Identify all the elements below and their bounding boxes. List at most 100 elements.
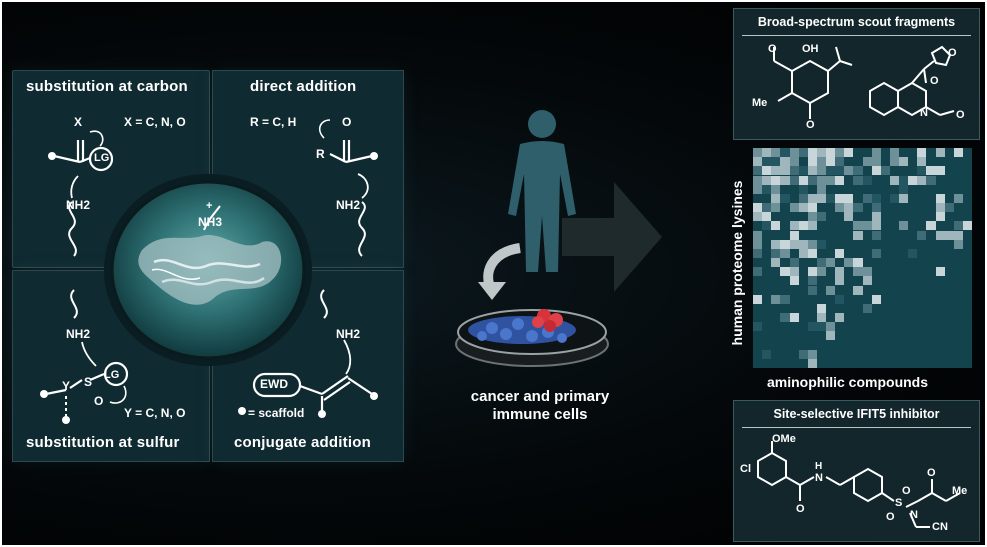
inh-o-amide: O	[796, 503, 805, 515]
heatmap-cell	[844, 203, 854, 213]
title-conjugate-addition: conjugate addition	[234, 434, 371, 451]
heatmap-grid	[753, 148, 972, 368]
heatmap-cell	[780, 267, 790, 277]
heatmap-cell	[862, 221, 872, 231]
heatmap-cell	[871, 294, 881, 304]
label-ewd: EWD	[260, 377, 288, 391]
heatmap-cell	[807, 203, 817, 213]
label-nh3: NH3	[198, 215, 223, 229]
heatmap-cell	[789, 148, 799, 158]
heatmap-cell	[816, 322, 826, 332]
heatmap-cell	[835, 267, 845, 277]
m2-o-ald: O	[956, 109, 965, 121]
heatmap-cell	[789, 175, 799, 185]
mechanism-conjugate-addition	[238, 289, 378, 418]
heatmap-cell	[816, 148, 826, 158]
heatmap-cell	[853, 175, 863, 185]
heatmap-cell	[780, 294, 790, 304]
heatmap-cell	[753, 184, 763, 194]
heatmap-cell	[835, 175, 845, 185]
heatmap-cell	[871, 230, 881, 240]
heatmap-cell	[908, 248, 918, 258]
heatmap-cell	[816, 239, 826, 249]
heatmap-cell	[862, 276, 872, 286]
heatmap-cell	[871, 212, 881, 222]
heatmap-cell	[816, 166, 826, 176]
title-direct-addition: direct addition	[250, 78, 357, 95]
heatmap-cell	[899, 157, 909, 167]
heatmap-cell	[853, 203, 863, 213]
heatmap-cell	[935, 230, 945, 240]
heatmap-cell	[762, 166, 772, 176]
heatmap-cell	[753, 248, 763, 258]
heatmap-cell	[871, 148, 881, 158]
heatmap-cell	[798, 248, 808, 258]
heatmap-cell	[816, 193, 826, 203]
heatmap-cell	[753, 203, 763, 213]
heatmap-cell	[789, 221, 799, 231]
heatmap-cell	[798, 193, 808, 203]
heatmap-cell	[917, 166, 927, 176]
heatmap-cell	[853, 258, 863, 268]
heatmap-cell	[780, 248, 790, 258]
heatmap-cell	[935, 166, 945, 176]
m2-n: N	[920, 107, 928, 119]
heatmap-cell	[917, 157, 927, 167]
scout-title-rule	[742, 35, 971, 36]
inhibitor-panel: Site-selective IFIT5 inhibitor OMe Cl N …	[733, 400, 980, 542]
heatmap-cell	[871, 203, 881, 213]
m2-o-ketone: O	[930, 75, 939, 87]
label-lg-tl: LG	[94, 152, 110, 164]
heatmap-cell	[798, 221, 808, 231]
heatmap-cell	[780, 175, 790, 185]
heatmap-cell	[844, 193, 854, 203]
heatmap-cell	[853, 166, 863, 176]
heatmap-cell	[807, 248, 817, 258]
label-r: R	[316, 147, 325, 161]
caption-line-1: cancer and primary	[470, 388, 610, 405]
heatmap-cell	[835, 276, 845, 286]
heatmap-y-axis-label: human proteome lysines	[729, 180, 745, 346]
heatmap-cell	[935, 193, 945, 203]
heatmap-cell	[826, 175, 836, 185]
m2-o-furan: O	[948, 47, 957, 59]
heatmap-cell	[862, 193, 872, 203]
heatmap-cell	[789, 258, 799, 268]
heatmap-cell	[753, 212, 763, 222]
heatmap-x-axis-label: aminophilic compounds	[767, 374, 929, 390]
label-o-tr: O	[342, 115, 352, 129]
heatmap-cell	[816, 157, 826, 167]
caption-line-2: immune cells	[492, 406, 588, 423]
heatmap-cell	[835, 203, 845, 213]
heatmap-cell	[880, 166, 890, 176]
heatmap-cell	[789, 313, 799, 323]
heatmap-cell	[798, 175, 808, 185]
formula-x: X = C, N, O	[124, 115, 186, 129]
heatmap-cell	[753, 175, 763, 185]
heatmap-cell	[826, 331, 836, 341]
heatmap-cell	[762, 157, 772, 167]
scaffold-legend: = scaffold	[248, 406, 305, 420]
heatmap-cell	[944, 203, 954, 213]
heatmap-cell	[816, 212, 826, 222]
heatmap-cell	[807, 175, 817, 185]
heatmap-cell	[762, 184, 772, 194]
arrow-large-icon	[562, 182, 662, 292]
heatmap-cell	[953, 239, 963, 249]
heatmap-cell	[771, 166, 781, 176]
heatmap-cell	[753, 294, 763, 304]
heatmap-cell	[844, 212, 854, 222]
heatmap-cell	[771, 175, 781, 185]
heatmap-cell	[862, 303, 872, 313]
heatmap-cell	[826, 322, 836, 332]
inh-o1: O	[886, 511, 895, 523]
heatmap-cell	[780, 148, 790, 158]
heatmap-cell	[753, 322, 763, 332]
protein-circle	[104, 174, 312, 366]
heatmap-cell	[935, 148, 945, 158]
heatmap-cell	[816, 313, 826, 323]
heatmap-cell	[826, 285, 836, 295]
heatmap-cell	[862, 157, 872, 167]
heatmap-cell	[780, 166, 790, 176]
heatmap-cell	[807, 157, 817, 167]
